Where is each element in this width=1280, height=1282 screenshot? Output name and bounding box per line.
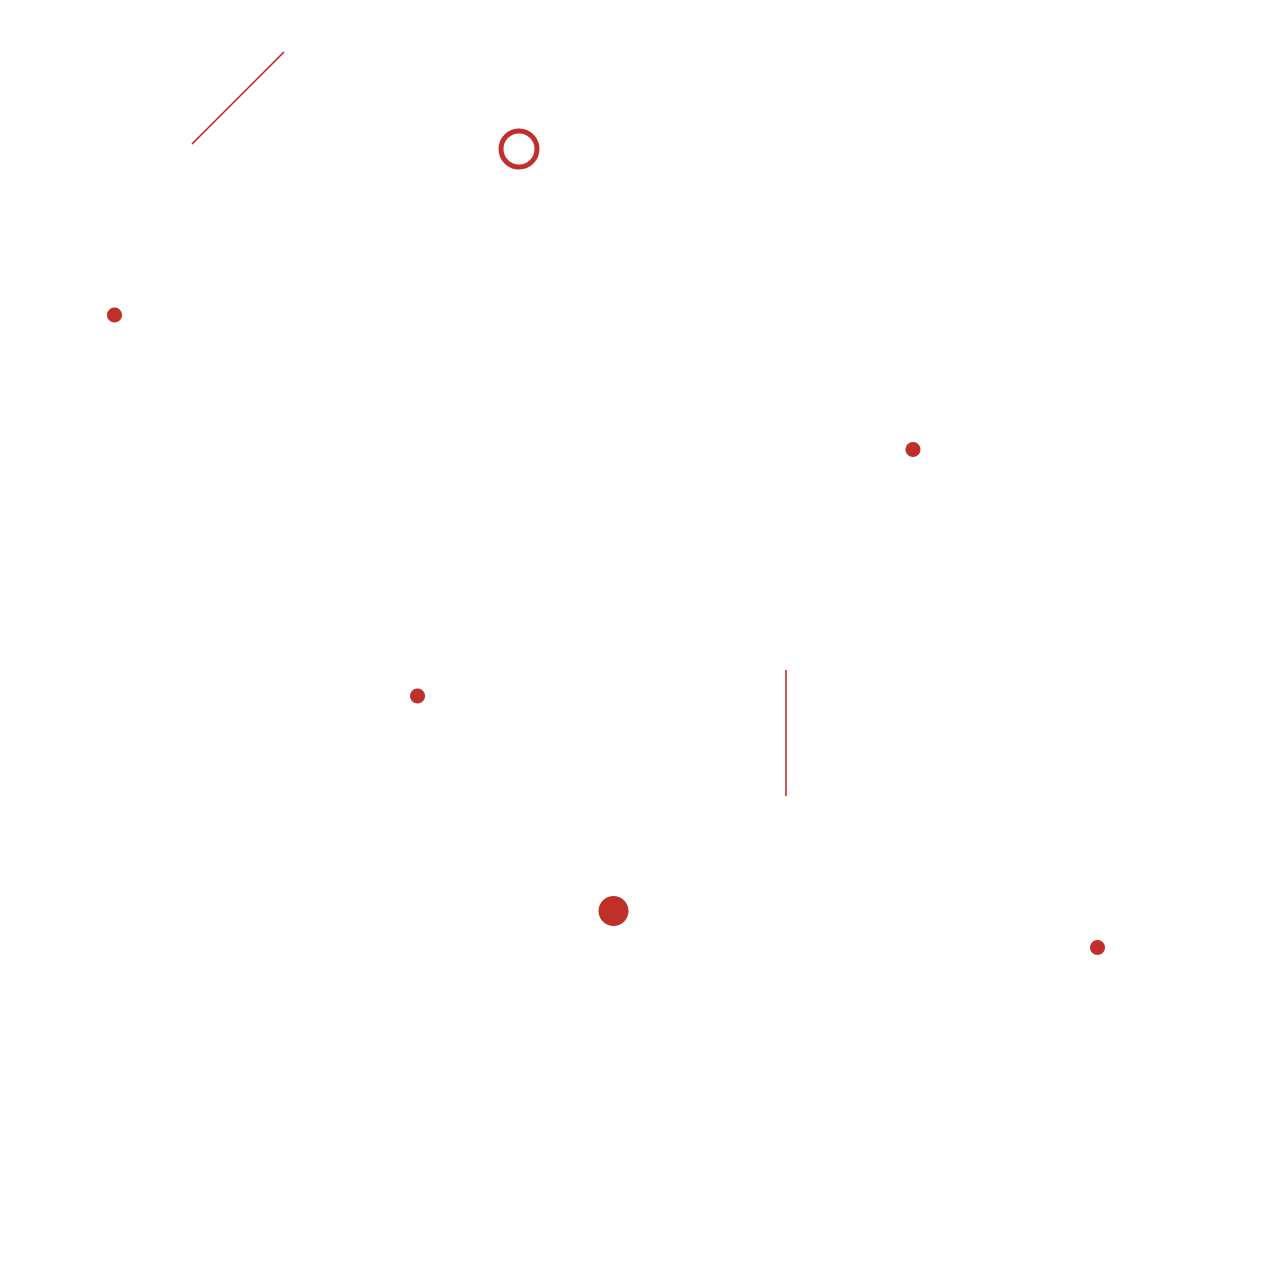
diagonal-line-decoration	[191, 51, 285, 145]
dot-decoration	[107, 307, 122, 323]
dot-decoration	[905, 442, 921, 457]
dot-decoration	[410, 688, 425, 704]
dot-decoration	[1090, 940, 1105, 955]
large-dot-decoration	[598, 896, 629, 926]
ring-decoration	[498, 128, 540, 170]
